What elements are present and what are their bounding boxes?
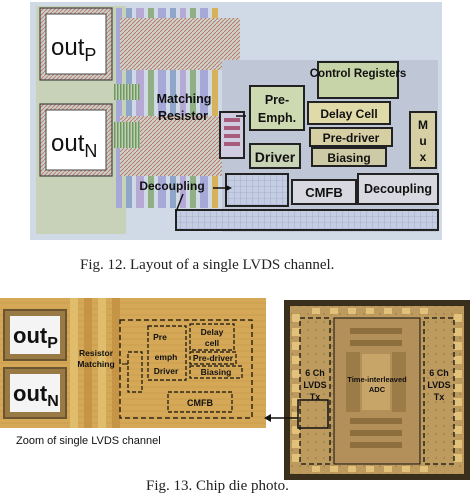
zoom-cmfb-label: CMFB	[187, 398, 213, 408]
decoupling-left-block	[225, 173, 289, 207]
biasing-label: Biasing	[327, 151, 370, 165]
decoupling-strip	[175, 209, 439, 231]
die-channel-highlight	[297, 399, 329, 429]
zoom-resistor-label-2: Matching	[77, 359, 114, 369]
esd-block-bottom	[114, 122, 140, 148]
routing-bars	[116, 8, 218, 208]
zoom-pre-driver-label: Pre-driver	[193, 353, 234, 363]
zoom-channel-outline	[119, 319, 253, 419]
die-right-tx-label-1: 6 Ch	[429, 368, 449, 378]
zoom-pad-out-p-inner	[10, 316, 60, 354]
die-bond-pads	[292, 308, 462, 472]
die-adc-label-1: Time-interleaved	[347, 375, 407, 384]
pad-out-p-label: outP	[51, 34, 96, 65]
control-registers-label: Control Registers	[310, 68, 407, 80]
mux-block	[409, 111, 437, 169]
pad-out-p-inner	[45, 13, 107, 75]
zoom-delay-label: Delay	[201, 327, 224, 337]
layout-figure: outP outN Control Registers Delay Cell P…	[30, 2, 442, 240]
zoom-biasing-label: Biasing	[201, 367, 232, 377]
pre-driver-label: Pre-driver	[323, 131, 380, 145]
cmfb-block	[291, 179, 357, 205]
zoom-cmfb-box	[167, 391, 233, 413]
zoom-pre-label: Pre	[153, 332, 167, 342]
zoom-biasing-box	[189, 365, 243, 379]
zoom-driver-label: Driver	[154, 366, 179, 376]
cmfb-label: CMFB	[305, 185, 343, 200]
resistor-fingers	[224, 118, 240, 146]
driver-label: Driver	[255, 149, 296, 165]
pad-out-n-label: outN	[51, 130, 97, 161]
zoom-pre-driver-box	[189, 351, 237, 365]
zoom-resistor-label-1: Resistor	[79, 348, 114, 358]
matching-resistor-label-1: Matching	[157, 92, 212, 106]
figure-13-caption: Fig. 13. Chip die photo.	[146, 478, 289, 494]
decoupling-right-label: Decoupling	[364, 182, 432, 196]
zoom-pad-out-n-inner	[10, 374, 60, 412]
esd-block-top	[114, 84, 140, 100]
zoom-pad-out-n-label: outN	[13, 381, 59, 410]
zoom-emph-label: emph	[155, 352, 178, 362]
mux-label-1: M	[418, 118, 428, 132]
delay-cell-block	[307, 101, 391, 125]
biasing-block	[311, 147, 387, 167]
figure-12-caption: Fig. 12. Layout of a single LVDS channel…	[80, 257, 335, 273]
die-left-tx-label-3: Tx	[310, 392, 321, 402]
driver-block	[249, 143, 301, 169]
zoom-connector-arrowhead	[264, 414, 271, 422]
zoom-metal-stripes	[70, 298, 120, 428]
mux-label-3: x	[420, 150, 427, 164]
zoom-resistor-matching-box	[127, 351, 143, 393]
die-right-tx-label-3: Tx	[434, 392, 445, 402]
die-adc-label-2: ADC	[369, 385, 386, 394]
zoom-pad-out-p-label: outP	[13, 323, 58, 352]
adc-structures	[346, 328, 406, 448]
die-left-tx-label-2: LVDS	[303, 380, 326, 390]
pre-emph-label-1: Pre-	[265, 93, 289, 107]
pad-out-n-inner	[45, 109, 107, 171]
die-right-tx-label-2: LVDS	[427, 380, 450, 390]
zoom-delay-cell-box	[189, 323, 235, 351]
pre-driver-block	[309, 127, 393, 147]
pre-emph-block	[249, 85, 305, 131]
upper-hatch-region	[120, 18, 240, 70]
matching-resistor-label-2: Resistor	[158, 109, 208, 123]
zoom-caption: Zoom of single LVDS channel	[16, 435, 161, 447]
decoupling-right-block	[357, 173, 439, 205]
die-photo-figure: outP outN Resistor Matching Pre emph Dri…	[0, 298, 470, 480]
arrow-head-decoupling	[226, 185, 232, 191]
delay-cell-label: Delay Cell	[320, 107, 377, 121]
decoupling-left-label: Decoupling	[139, 179, 204, 193]
pre-emph-label-2: Emph.	[258, 111, 296, 125]
zoom-pre-emph-box	[147, 325, 187, 381]
die-left-tx-label-1: 6 Ch	[305, 368, 325, 378]
mux-label-2: u	[419, 134, 426, 148]
zoom-cell-label: cell	[205, 338, 219, 348]
control-registers-block	[317, 61, 399, 99]
